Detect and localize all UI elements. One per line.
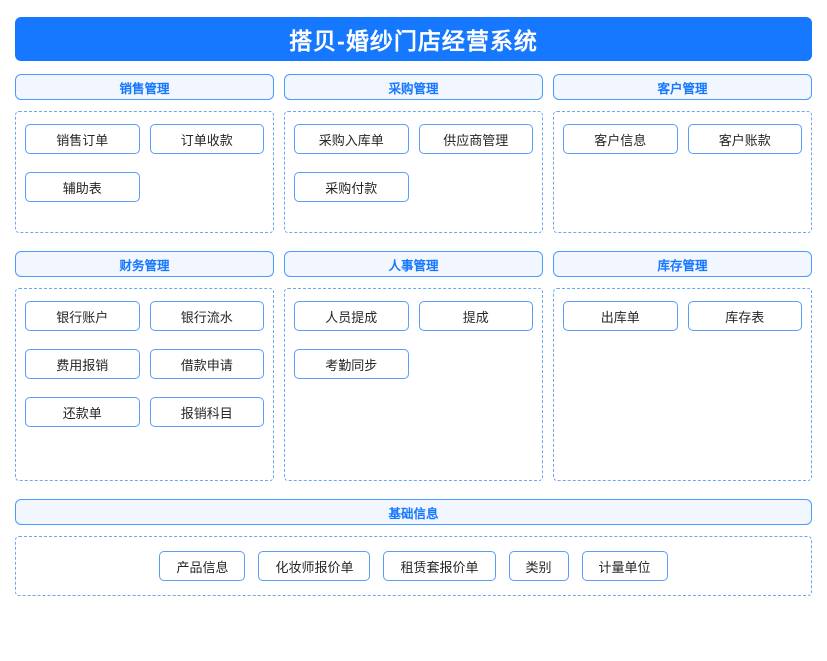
- module-column-customer: 客户管理 客户信息 客户账款: [553, 74, 812, 233]
- module-item-purchase-payment[interactable]: 采购付款: [294, 172, 409, 202]
- module-item-supplier-management[interactable]: 供应商管理: [418, 124, 533, 154]
- items-container-basic-info: 产品信息 化妆师报价单 租赁套报价单 类别 计量单位: [15, 536, 812, 596]
- module-item-loan-application[interactable]: 借款申请: [149, 349, 264, 379]
- module-item-unit-of-measure[interactable]: 计量单位: [581, 551, 668, 581]
- module-item-rental-package-quote[interactable]: 租赁套报价单: [383, 551, 496, 581]
- items-container-customer: 客户信息 客户账款: [553, 111, 812, 233]
- module-row-2: 财务管理 银行账户 银行流水 费用报销 借款申请 还款单 报销科目 人事管理 人…: [15, 251, 812, 481]
- module-item-customer-account[interactable]: 客户账款: [687, 124, 802, 154]
- section-header-hr: 人事管理: [284, 251, 543, 277]
- module-item-outbound-order[interactable]: 出库单: [563, 301, 678, 331]
- items-container-inventory: 出库单 库存表: [553, 288, 812, 481]
- items-container-purchase: 采购入库单 供应商管理 采购付款: [284, 111, 543, 233]
- module-item-staff-commission[interactable]: 人员提成: [294, 301, 409, 331]
- module-item-customer-info[interactable]: 客户信息: [563, 124, 678, 154]
- section-header-finance: 财务管理: [15, 251, 274, 277]
- module-item-product-info[interactable]: 产品信息: [159, 551, 246, 581]
- section-header-purchase: 采购管理: [284, 74, 543, 100]
- module-column-purchase: 采购管理 采购入库单 供应商管理 采购付款: [284, 74, 543, 233]
- module-column-basic-info: 基础信息 产品信息 化妆师报价单 租赁套报价单 类别 计量单位: [15, 499, 812, 596]
- section-header-basic-info: 基础信息: [15, 499, 812, 525]
- module-item-repayment-order[interactable]: 还款单: [25, 397, 140, 427]
- module-column-finance: 财务管理 银行账户 银行流水 费用报销 借款申请 还款单 报销科目: [15, 251, 274, 481]
- items-container-sales: 销售订单 订单收款 辅助表: [15, 111, 274, 233]
- module-item-order-receipt[interactable]: 订单收款: [149, 124, 264, 154]
- module-column-inventory: 库存管理 出库单 库存表: [553, 251, 812, 481]
- module-item-sales-order[interactable]: 销售订单: [25, 124, 140, 154]
- module-item-attendance-sync[interactable]: 考勤同步: [294, 349, 409, 379]
- module-row-1: 销售管理 销售订单 订单收款 辅助表 采购管理 采购入库单 供应商管理 采购付款…: [15, 74, 812, 233]
- module-item-makeup-artist-quote[interactable]: 化妆师报价单: [258, 551, 371, 581]
- section-header-customer: 客户管理: [553, 74, 812, 100]
- module-item-category[interactable]: 类别: [508, 551, 569, 581]
- module-column-sales: 销售管理 销售订单 订单收款 辅助表: [15, 74, 274, 233]
- module-column-hr: 人事管理 人员提成 提成 考勤同步: [284, 251, 543, 481]
- items-container-hr: 人员提成 提成 考勤同步: [284, 288, 543, 481]
- module-item-bank-account[interactable]: 银行账户: [25, 301, 140, 331]
- app-title-bar: 搭贝-婚纱门店经营系统: [15, 17, 812, 61]
- module-item-commission[interactable]: 提成: [418, 301, 533, 331]
- items-container-finance: 银行账户 银行流水 费用报销 借款申请 还款单 报销科目: [15, 288, 274, 481]
- module-item-auxiliary-table[interactable]: 辅助表: [25, 172, 140, 202]
- section-header-inventory: 库存管理: [553, 251, 812, 277]
- module-item-inventory-table[interactable]: 库存表: [687, 301, 802, 331]
- section-header-sales: 销售管理: [15, 74, 274, 100]
- module-item-expense-reimbursement[interactable]: 费用报销: [25, 349, 140, 379]
- module-item-reimbursement-subject[interactable]: 报销科目: [149, 397, 264, 427]
- module-item-purchase-inbound[interactable]: 采购入库单: [294, 124, 409, 154]
- module-item-bank-transactions[interactable]: 银行流水: [149, 301, 264, 331]
